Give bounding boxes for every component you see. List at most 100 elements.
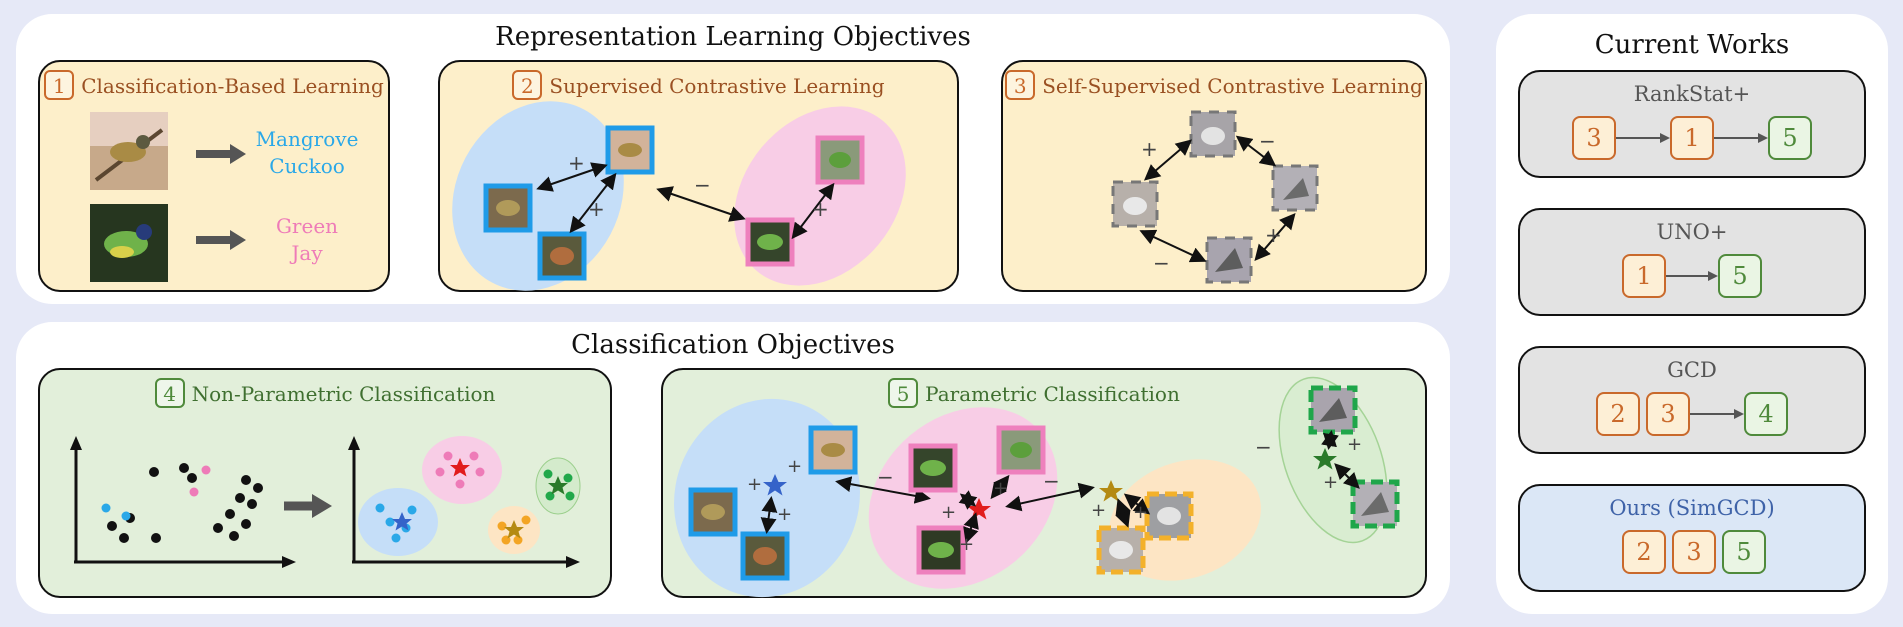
svg-text:+: + [993, 478, 1008, 499]
augmented-view-top [1189, 110, 1237, 158]
box-1-label: Classification-Based Learning [81, 74, 384, 98]
box-2-drawing: + + − + [452, 101, 906, 291]
plus-sign-3: + [812, 197, 829, 221]
box-1-drawing [90, 112, 246, 282]
box-3-label: Self-Supervised Contrastive Learning [1042, 74, 1423, 98]
bird-thumbnail-jay [90, 204, 168, 282]
minus-sign-1: − [694, 173, 711, 197]
plus-sign-views-1: + [1141, 137, 1158, 161]
work-ours-step-3: 5 [1722, 530, 1766, 574]
work-uno: UNO+ 1 5 [1518, 208, 1866, 316]
image-green-1 [1308, 385, 1358, 435]
box-5-label: Parametric Classification [925, 382, 1180, 406]
prototype-star-orange [504, 520, 524, 539]
label-mangrove-cuckoo: Mangrove Cuckoo [255, 127, 359, 178]
svg-text:+: + [941, 502, 956, 523]
current-works-panel: Current Works RankStat+ 3 1 5 UNO+ 1 5 G… [1496, 14, 1888, 614]
pull-arrow-2 [569, 172, 617, 234]
work-gcd-step-3: 4 [1744, 392, 1788, 436]
augmented-view-bottom [1205, 236, 1253, 284]
box-4-number: 4 [154, 378, 185, 408]
image-cuckoo-b [537, 231, 587, 281]
image-cuckoo-3 [808, 425, 858, 475]
work-ours-step-2: 3 [1672, 530, 1716, 574]
svg-text:+: + [1091, 500, 1106, 521]
box-2-number: 2 [512, 70, 543, 100]
current-works-title: Current Works [1594, 30, 1790, 60]
plus-sign-2: + [588, 197, 605, 221]
class-prototype-red [967, 498, 991, 520]
box-3-drawing: + − + − [1111, 110, 1319, 284]
work-rankstat-name: RankStat+ [1633, 82, 1751, 106]
svg-text:+: + [1347, 434, 1362, 455]
jay-region [868, 407, 1058, 589]
image-orange-1 [1144, 491, 1194, 541]
svg-text:+: + [959, 534, 974, 555]
push-arrow-views-2 [1139, 229, 1207, 263]
augmented-view-right [1271, 164, 1319, 212]
work-uno-step-2: 5 [1718, 254, 1762, 298]
svg-text:+: + [777, 504, 792, 525]
work-uno-arrows [1666, 271, 1718, 281]
box-4-label: Non-Parametric Classification [191, 382, 496, 406]
svg-text:−: − [1043, 469, 1060, 493]
svg-text:−: − [877, 465, 894, 489]
class-prototype-green [1313, 448, 1337, 470]
minus-sign-views-1: − [1259, 129, 1276, 153]
prototype-star-blue [392, 512, 412, 531]
push-arrow [656, 186, 746, 222]
box-3-number: 3 [1005, 70, 1036, 100]
box-5-drawing: + + + − + + + − [674, 376, 1400, 598]
image-cuckoo-a [483, 183, 533, 233]
work-gcd-arrows [1690, 409, 1744, 419]
classification-title: Classification Objectives [571, 330, 895, 360]
class-prototype-blue [763, 474, 787, 496]
image-cuckoo-c [605, 125, 655, 175]
plus-sign-views-2: + [1265, 223, 1282, 247]
svg-text:+: + [1323, 472, 1338, 493]
work-rankstat-step-1: 3 [1572, 116, 1616, 160]
box-1-number: 1 [44, 70, 75, 100]
work-gcd: GCD 2 3 4 [1518, 346, 1866, 454]
prototype-star-red [450, 458, 470, 477]
unlabeled-points [107, 463, 263, 543]
work-rankstat-step-2: 1 [1670, 116, 1714, 160]
image-jay-3 [996, 425, 1046, 475]
image-jay-2 [916, 525, 966, 575]
cuckoo-region [674, 398, 860, 598]
minus-sign-views-2: − [1153, 251, 1170, 275]
svg-text:+: + [747, 474, 762, 495]
box-4-drawing [70, 436, 581, 568]
work-ours-name: Ours (SimGCD) [1609, 496, 1775, 520]
plus-sign-1: + [568, 151, 585, 175]
box-2-label: Supervised Contrastive Learning [549, 74, 885, 98]
label-green-jay: Green Jay [275, 214, 339, 265]
work-gcd-step-2: 3 [1646, 392, 1690, 436]
work-rankstat-step-3: 5 [1768, 116, 1812, 160]
pull-arrow-views-2 [1254, 212, 1296, 262]
svg-text:+: + [1133, 502, 1148, 523]
image-jay-b [815, 135, 865, 185]
work-gcd-name: GCD [1667, 358, 1717, 382]
push-arrow-views-1 [1235, 135, 1277, 167]
image-orange-2 [1096, 525, 1146, 575]
bird-thumbnail-cuckoo [90, 112, 168, 190]
class-prototype-orange [1099, 480, 1123, 502]
work-ours-simgcd: Ours (SimGCD) 2 3 5 [1518, 484, 1866, 592]
prototype-star-green [548, 476, 568, 495]
pull-arrow-views-1 [1143, 139, 1193, 181]
work-rankstat-arrows [1616, 133, 1768, 143]
